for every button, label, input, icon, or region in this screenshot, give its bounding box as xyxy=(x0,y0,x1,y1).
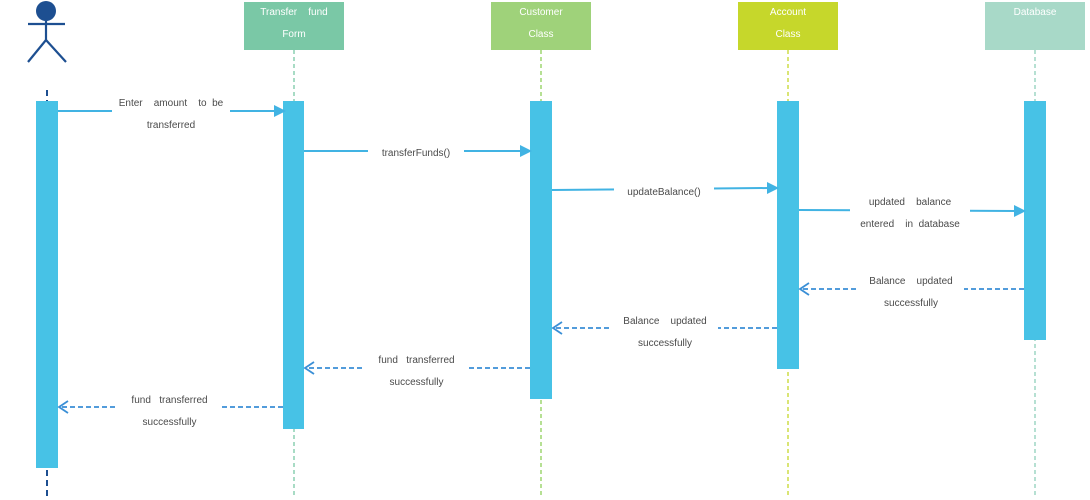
return-arrow xyxy=(57,400,283,414)
participant-label: Class xyxy=(528,29,554,40)
message-text: updateBalance() xyxy=(627,187,701,198)
message-text: successfully xyxy=(142,417,197,428)
message-label: Enter amount to be transferred xyxy=(112,93,230,137)
participant-customer-class: Customer Class xyxy=(491,2,591,50)
return-arrow xyxy=(798,282,1024,296)
participant-label: Transfer fund xyxy=(260,7,328,18)
message-text: successfully xyxy=(638,338,692,349)
message-text: successfully xyxy=(389,377,444,388)
customer-class-activation xyxy=(530,101,552,399)
message-text: Balance updated xyxy=(623,316,707,327)
message-label: Balance updated successfully xyxy=(612,311,718,355)
participant-label: Customer xyxy=(519,7,563,18)
participant-account-class: Account Class xyxy=(738,2,838,50)
message-label: updateBalance() xyxy=(614,182,714,204)
message-text: entered in database xyxy=(860,219,960,230)
message-label: transferFunds() xyxy=(368,143,464,165)
actor-activation xyxy=(36,101,58,468)
message-label: Balance updated successfully xyxy=(858,271,964,315)
message-label: updated balance entered in database xyxy=(850,192,970,236)
participant-database: Database xyxy=(985,2,1085,50)
database-activation xyxy=(1024,101,1046,340)
user-actor-icon xyxy=(27,1,67,63)
message-text: transferred xyxy=(146,120,196,131)
message-text: Balance updated xyxy=(869,276,953,287)
participant-label: Account xyxy=(769,7,807,18)
message-text: fund transferred xyxy=(378,355,455,366)
account-class-activation xyxy=(777,101,799,369)
message-text: updated balance xyxy=(868,197,952,208)
participant-label: Form xyxy=(282,29,306,40)
return-arrow xyxy=(551,321,777,335)
message-text: fund transferred xyxy=(131,395,208,406)
message-text: Enter amount to be xyxy=(118,98,224,109)
participant-label: Class xyxy=(775,29,801,40)
participant-transfer-fund-form: Transfer fund Form xyxy=(244,2,344,50)
message-label: fund transferred successfully xyxy=(117,390,222,434)
message-label: fund transferred successfully xyxy=(364,350,469,394)
message-text: successfully xyxy=(884,298,938,309)
transfer-form-activation xyxy=(283,101,304,429)
participant-label: Database xyxy=(1013,7,1057,18)
message-text: transferFunds() xyxy=(381,148,451,159)
